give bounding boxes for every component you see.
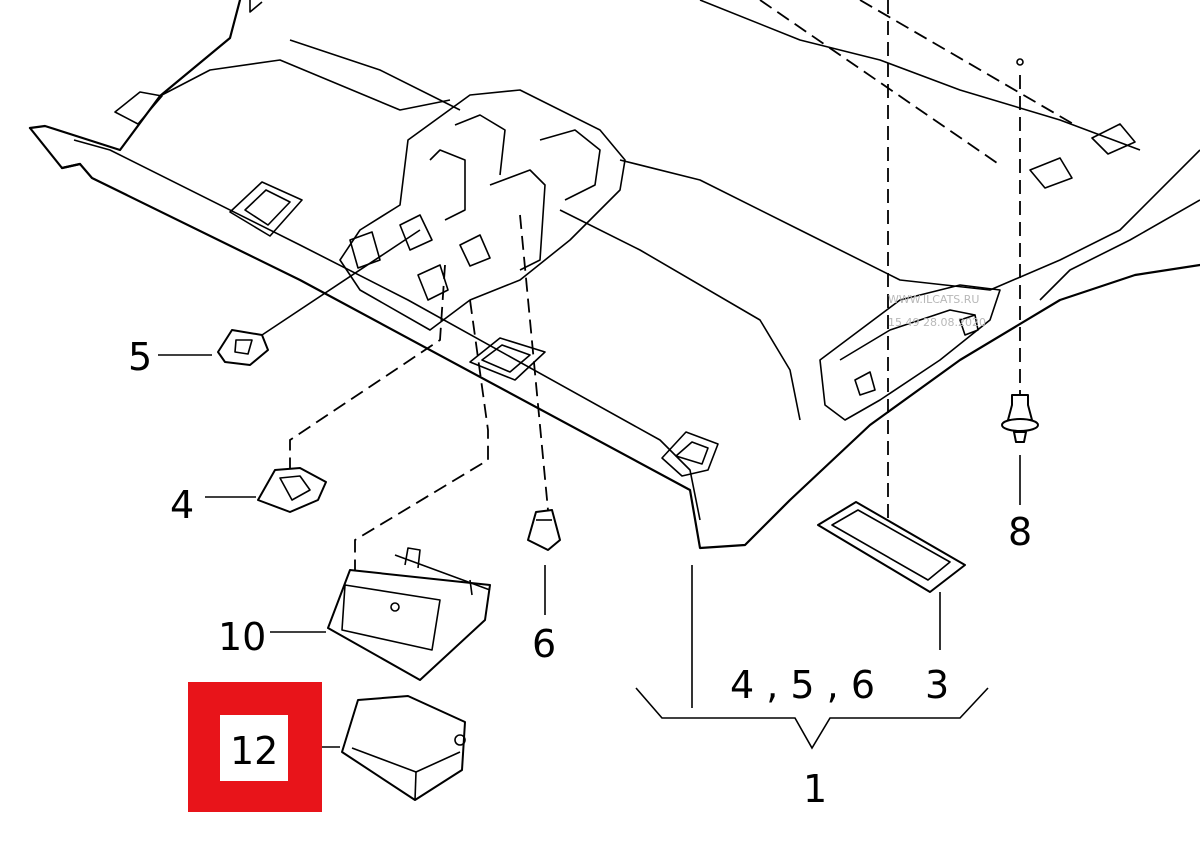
- part-3-cover: [817, 501, 966, 593]
- label-part-4: 4: [170, 483, 194, 527]
- label-part-5: 5: [128, 335, 152, 379]
- highlight-inner: [220, 715, 288, 781]
- label-part-10: 10: [218, 615, 266, 659]
- assembly-lines: [289, 0, 1076, 570]
- label-part-12: 12: [230, 729, 278, 773]
- part-6-clip: [527, 509, 561, 551]
- headliner-openings: [114, 91, 1136, 477]
- leader-lines: [158, 354, 1021, 750]
- center-console-bracket: [339, 89, 626, 331]
- label-group-4-5-6: 4 , 5 , 6: [730, 663, 875, 707]
- label-part-3: 3: [925, 663, 949, 707]
- part-8-push-pin: [1001, 58, 1039, 443]
- headliner: [28, 0, 1200, 550]
- part-5-clip: [217, 229, 421, 366]
- part-4-bracket: [257, 467, 327, 513]
- watermark-line-2: 15 49 28.08.2020: [888, 316, 986, 329]
- part-12-lamp: [341, 695, 466, 801]
- label-part-1: 1: [803, 767, 827, 811]
- part-10-console: [327, 547, 491, 681]
- label-part-8: 8: [1008, 510, 1032, 554]
- label-part-6: 6: [532, 622, 556, 666]
- watermark-line-1: WWW.ILCATS.RU: [888, 293, 979, 306]
